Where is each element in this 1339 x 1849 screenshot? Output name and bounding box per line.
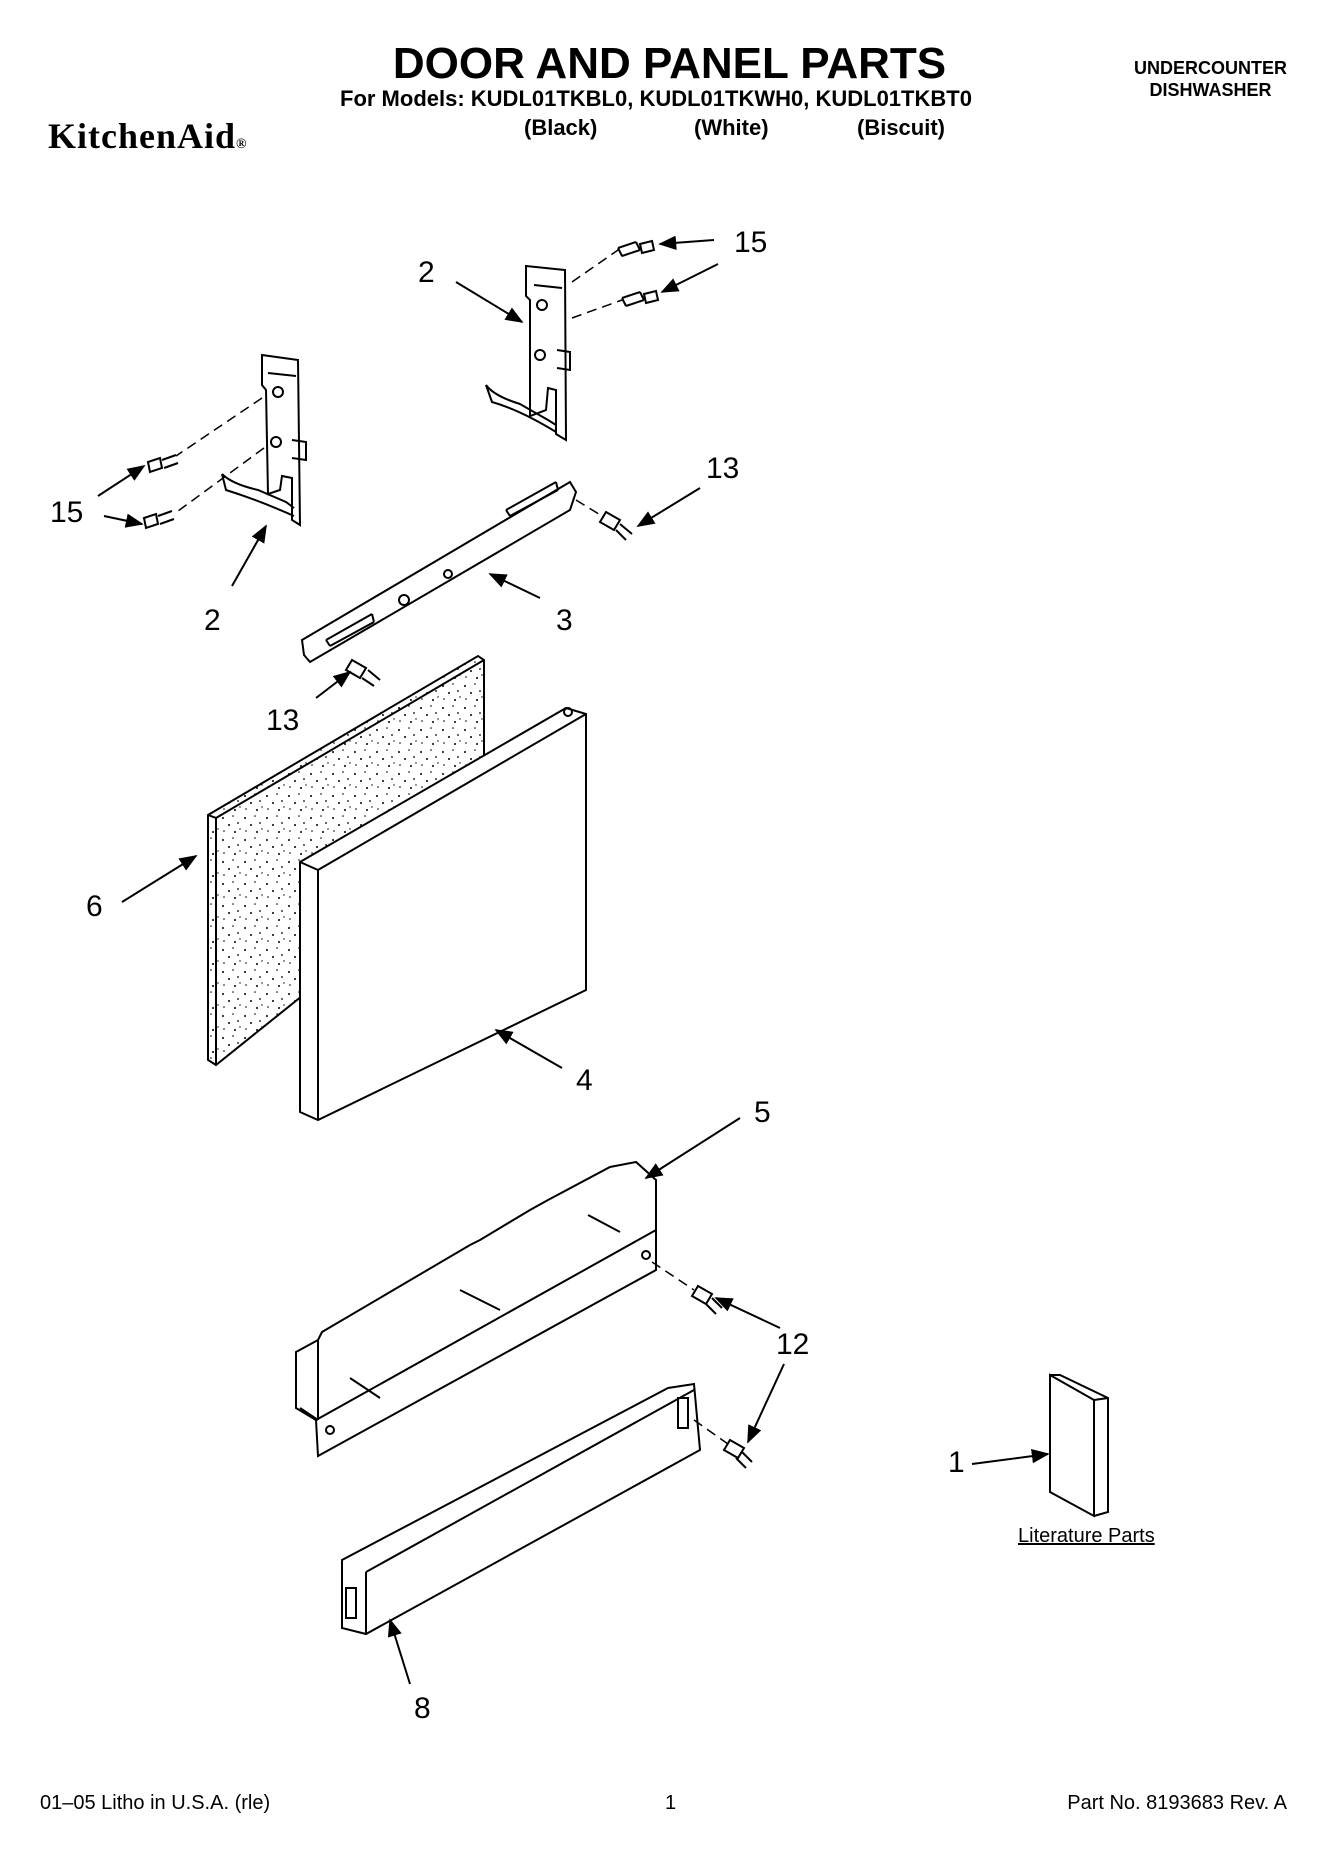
callout-3: 3 [556,604,573,637]
product-type: UNDERCOUNTER DISHWASHER [1134,58,1287,101]
brand-name: KitchenAid [48,116,237,156]
callout-4: 4 [576,1064,593,1097]
registered-mark: ® [236,137,248,152]
callout-12: 12 [776,1328,810,1361]
screw-15-upper-b [621,289,660,307]
part-number: Part No. 8193683 Rev. A [1067,1792,1287,1814]
callout-1: 1 [948,1446,965,1479]
leader-arrows [97,235,1050,1685]
literature-booklet [1049,1373,1109,1518]
toe-kick-panel [341,1382,702,1636]
screw-12-lower [722,1438,753,1469]
screw-12-upper [690,1284,723,1315]
kitchenaid-logo: KitchenAid® [48,118,247,154]
door-panel [299,706,587,1122]
footer-print-info: 01–05 Litho in U.S.A. (rle) [40,1792,271,1814]
callout-2-bottom: 2 [204,604,221,637]
screw-13-left [344,658,381,687]
page-title: DOOR AND PANEL PARTS [392,39,947,88]
literature-parts-label: Literature Parts [1018,1525,1155,1547]
variant-white: (White) [694,115,769,140]
variant-biscuit: (Biscuit) [857,115,945,140]
mounting-rail [300,480,578,664]
model-numbers: For Models: KUDL01TKBL0, KUDL01TKWH0, KU… [340,86,972,111]
screw-15-lower-a [146,454,179,474]
callout-13-right: 13 [706,452,740,485]
page-number: 1 [665,1792,677,1814]
hinge-bracket-right [485,264,571,442]
callout-15-left: 15 [50,496,84,529]
screw-15-upper-a [617,239,656,257]
callout-6: 6 [86,890,103,923]
product-line-2: DISHWASHER [1149,79,1272,100]
alignment-lines [173,249,729,1445]
callout-5: 5 [754,1096,771,1129]
callout-13-left: 13 [266,704,300,737]
callout-8: 8 [414,1692,431,1725]
screw-15-lower-b [142,510,175,530]
variant-black: (Black) [524,115,598,140]
screw-13-right [598,510,633,541]
callout-2-top: 2 [418,256,435,289]
product-line-1: UNDERCOUNTER [1134,58,1287,78]
callout-15-top: 15 [734,226,768,259]
hinge-bracket-left [221,353,307,527]
lower-support-bracket [295,1160,657,1458]
